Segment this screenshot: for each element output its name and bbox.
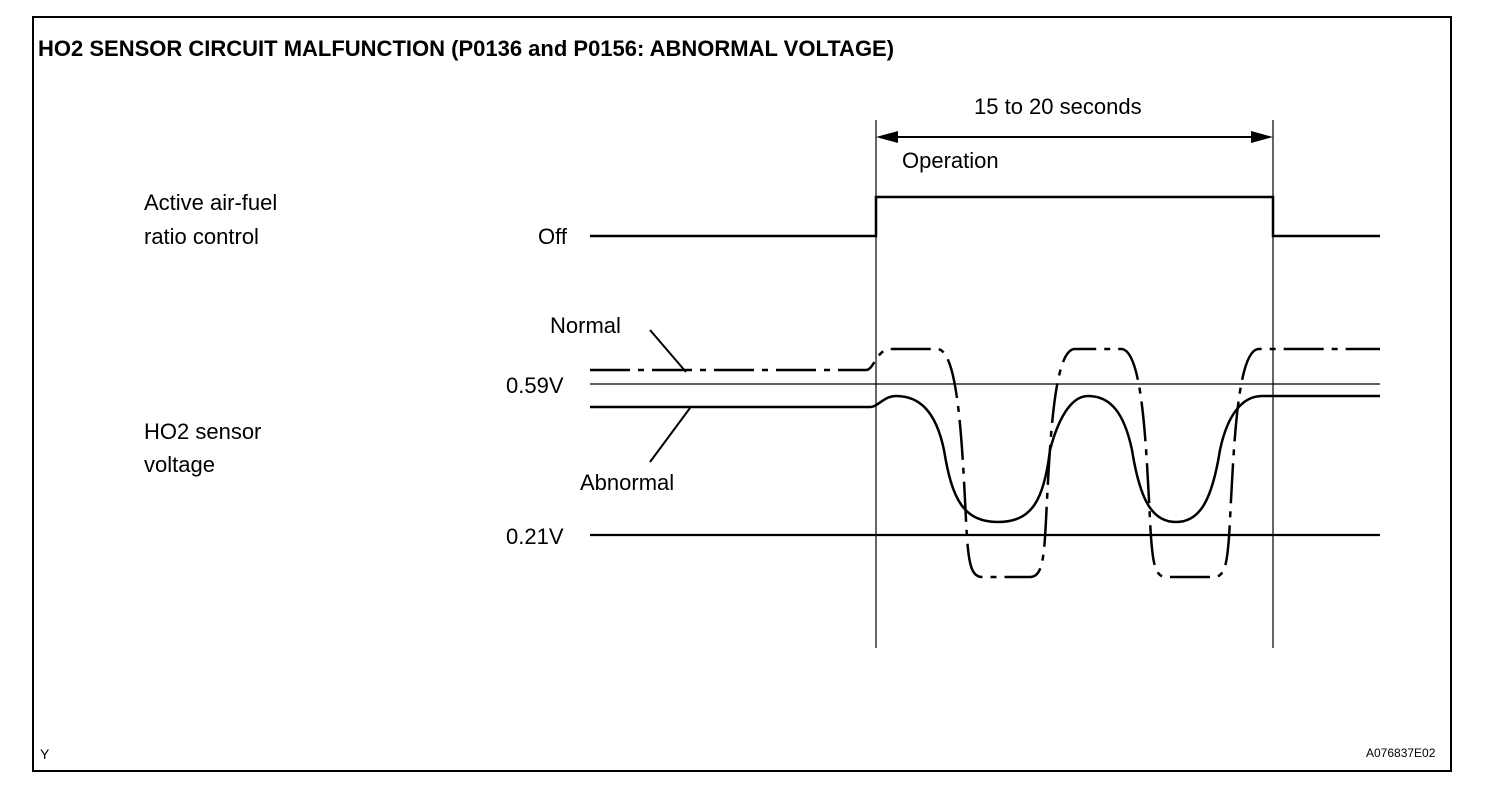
sensor-label-line1: HO2 sensor bbox=[144, 419, 262, 444]
off-label: Off bbox=[538, 224, 567, 249]
normal-leader-line bbox=[649, 329, 687, 373]
threshold-021-label: 0.21V bbox=[506, 524, 564, 549]
arrowhead-left bbox=[876, 131, 898, 143]
diagram-frame bbox=[32, 16, 1452, 772]
normal-label: Normal bbox=[550, 313, 621, 338]
arrowhead-right bbox=[1251, 131, 1273, 143]
duration-label: 15 to 20 seconds bbox=[974, 94, 1142, 119]
afr-label-line1: Active air-fuel bbox=[144, 190, 278, 215]
operation-label: Operation bbox=[902, 148, 999, 173]
corner-letter: Y bbox=[40, 746, 50, 762]
diagram-title: HO2 SENSOR CIRCUIT MALFUNCTION (P0136 an… bbox=[38, 36, 895, 61]
normal-voltage-line bbox=[590, 347, 1380, 579]
threshold-059-label: 0.59V bbox=[506, 373, 564, 398]
sensor-label-line2: voltage bbox=[144, 452, 215, 477]
figure-id: A076837E02 bbox=[1366, 746, 1436, 760]
afr-control-line bbox=[590, 195, 1380, 238]
afr-label-line2: ratio control bbox=[144, 224, 259, 249]
abnormal-voltage-line bbox=[590, 394, 1380, 524]
abnormal-label: Abnormal bbox=[580, 470, 675, 495]
abnormal-leader-line bbox=[649, 407, 691, 463]
